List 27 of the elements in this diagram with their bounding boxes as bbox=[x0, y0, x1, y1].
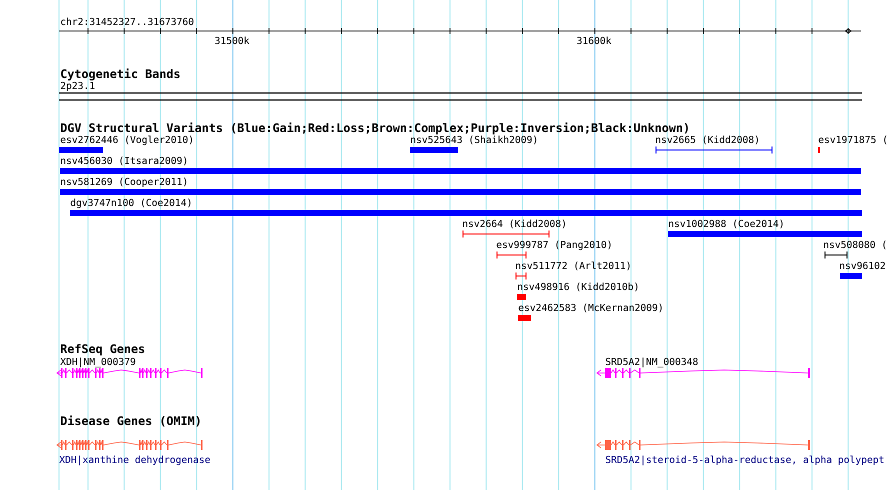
gene-label: SRD5A2|NM_000348 bbox=[606, 358, 698, 368]
track-title: Disease Genes (OMIM) bbox=[61, 415, 200, 427]
feature-label: esv999787 (Pang2010) bbox=[496, 240, 611, 250]
feature-label: nsv581269 (Cooper2011) bbox=[61, 178, 186, 187]
feature-label: nsv96102 bbox=[840, 262, 885, 270]
track-title: Cytogenetic Bands bbox=[61, 68, 180, 80]
coordinate-label: chr2:31452327..31673760 bbox=[61, 18, 194, 26]
gene-label: XDH|NM_000379 bbox=[60, 358, 136, 368]
feature-label: nsv511772 (Arlt2011) bbox=[516, 262, 630, 270]
feature-label: nsv2664 (Kidd2008) bbox=[463, 220, 565, 228]
tick-label: 31600k bbox=[577, 36, 612, 44]
band-label: 2p23.1 bbox=[60, 82, 94, 91]
feature-label: esv1971875 ( bbox=[818, 136, 886, 144]
feature-label: nsv1002988 (Coe2014) bbox=[669, 220, 783, 228]
feature-label: nsv498916 (Kidd2010b) bbox=[518, 282, 638, 292]
feature-label: esv2762446 (Vogler2010) bbox=[60, 136, 192, 146]
feature-label: esv2462583 (McKernan2009) bbox=[518, 304, 662, 312]
feature-label: nsv456030 (Itsara2009) bbox=[61, 156, 186, 166]
gene-label: SRD5A2|steroid-5-alpha-reductase, alpha polypept bbox=[606, 456, 884, 466]
feature-label: nsv508080 ( bbox=[824, 240, 886, 250]
tick-label: 31500k bbox=[215, 36, 250, 44]
feature-label: dgv3747n100 (Coe2014) bbox=[70, 198, 190, 208]
track-title: DGV Structural Variants (Blue:Gain;Red:Loss;Brown:Complex;Purple:Inversion;Black:Unknown) bbox=[61, 122, 688, 134]
feature-label: nsv2665 (Kidd2008) bbox=[656, 136, 758, 144]
feature-label: nsv525643 (Shaikh2009) bbox=[411, 136, 536, 144]
track-title: RefSeq Genes bbox=[60, 344, 144, 356]
gene-label: XDH|xanthine dehydrogenase bbox=[59, 456, 210, 466]
